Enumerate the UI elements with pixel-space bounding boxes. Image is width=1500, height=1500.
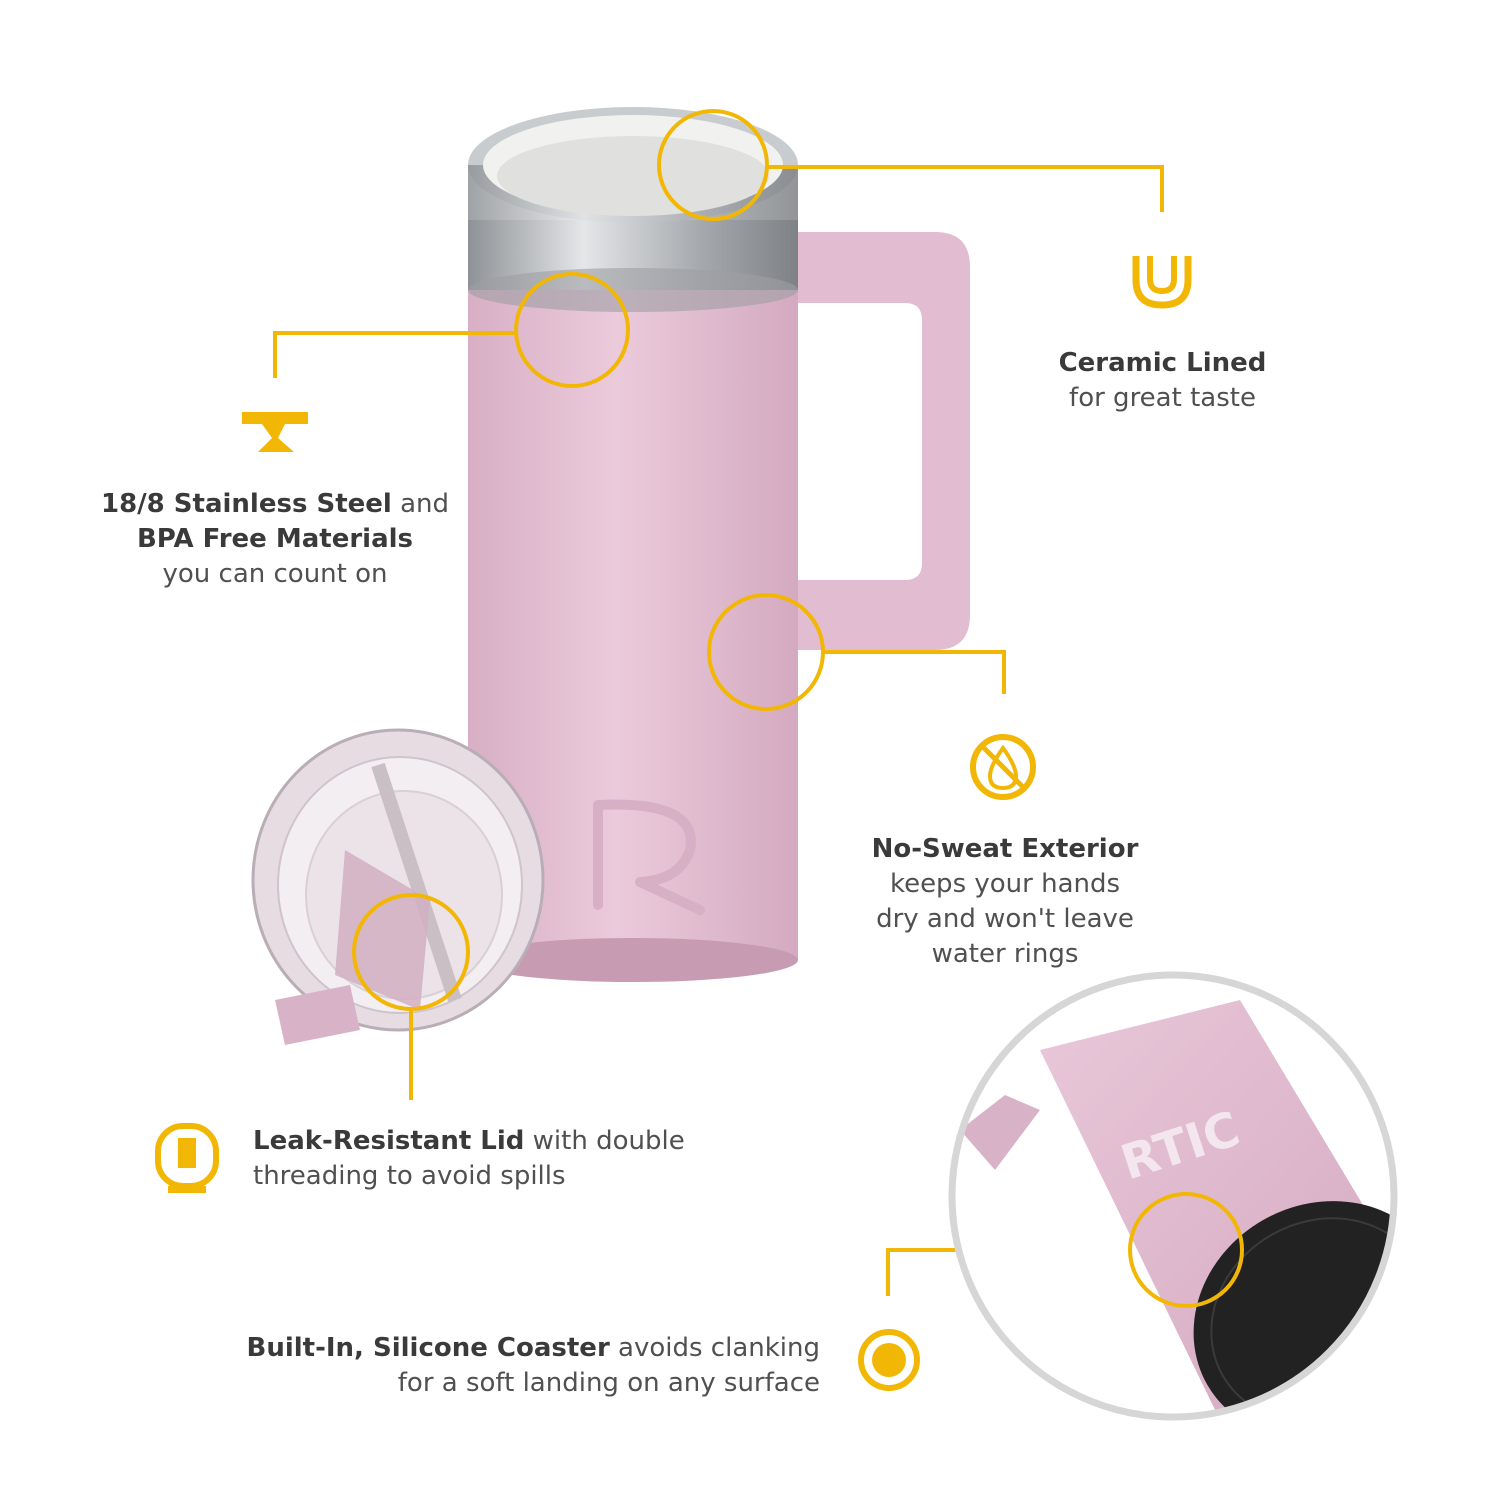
mug-handle [790,232,970,650]
lid-text-1: with double [524,1126,685,1156]
coaster-text-2: for a soft landing on any surface [397,1368,820,1398]
u-shape-icon [1132,256,1192,309]
callout-ceramic: Ceramic Lined for great taste [1010,346,1315,416]
lid-icon [155,1123,219,1193]
leader-line-sweat [823,650,1006,694]
steel-title-2: BPA Free Materials [136,524,414,554]
zoom-ring [948,971,1398,1421]
sweat-line-3: water rings [931,939,1079,969]
steel-title: 18/8 Stainless Steel [100,489,392,519]
lid-text-2: threading to avoid spills [253,1161,566,1191]
coaster-text-1: avoids clanking [609,1333,820,1363]
leader-line-ceramic [767,165,1164,212]
ceramic-title: Ceramic Lined [1058,348,1267,378]
steel-text: you can count on [162,559,388,589]
no-water-drop-icon [970,734,1036,800]
sweat-line-2: dry and won't leave [876,904,1134,934]
callout-coaster: Built-In, Silicone Coaster avoids clanki… [220,1331,821,1401]
coaster-dot-icon [858,1329,920,1391]
mug-body [468,107,798,982]
coaster-title: Built-In, Silicone Coaster [246,1333,610,1363]
callout-lid: Leak-Resistant Lid with double threading… [253,1124,693,1194]
steel-and: and [391,489,449,519]
callout-ring-steel [514,272,630,388]
ceramic-text: for great taste [1069,383,1256,413]
callout-sweat: No-Sweat Exterior keeps your hands dry a… [855,832,1155,972]
lid [251,728,545,1045]
callout-steel: 18/8 Stainless Steel and BPA Free Materi… [90,487,460,592]
sweat-title: No-Sweat Exterior [871,834,1139,864]
lid-title: Leak-Resistant Lid [253,1126,525,1156]
leader-line-steel [273,331,516,378]
sweat-line-1: keeps your hands [889,869,1121,899]
anvil-icon [242,412,308,452]
coaster-zoom-view: RTIC [948,971,1398,1421]
callout-ring-coaster [1128,1192,1244,1308]
